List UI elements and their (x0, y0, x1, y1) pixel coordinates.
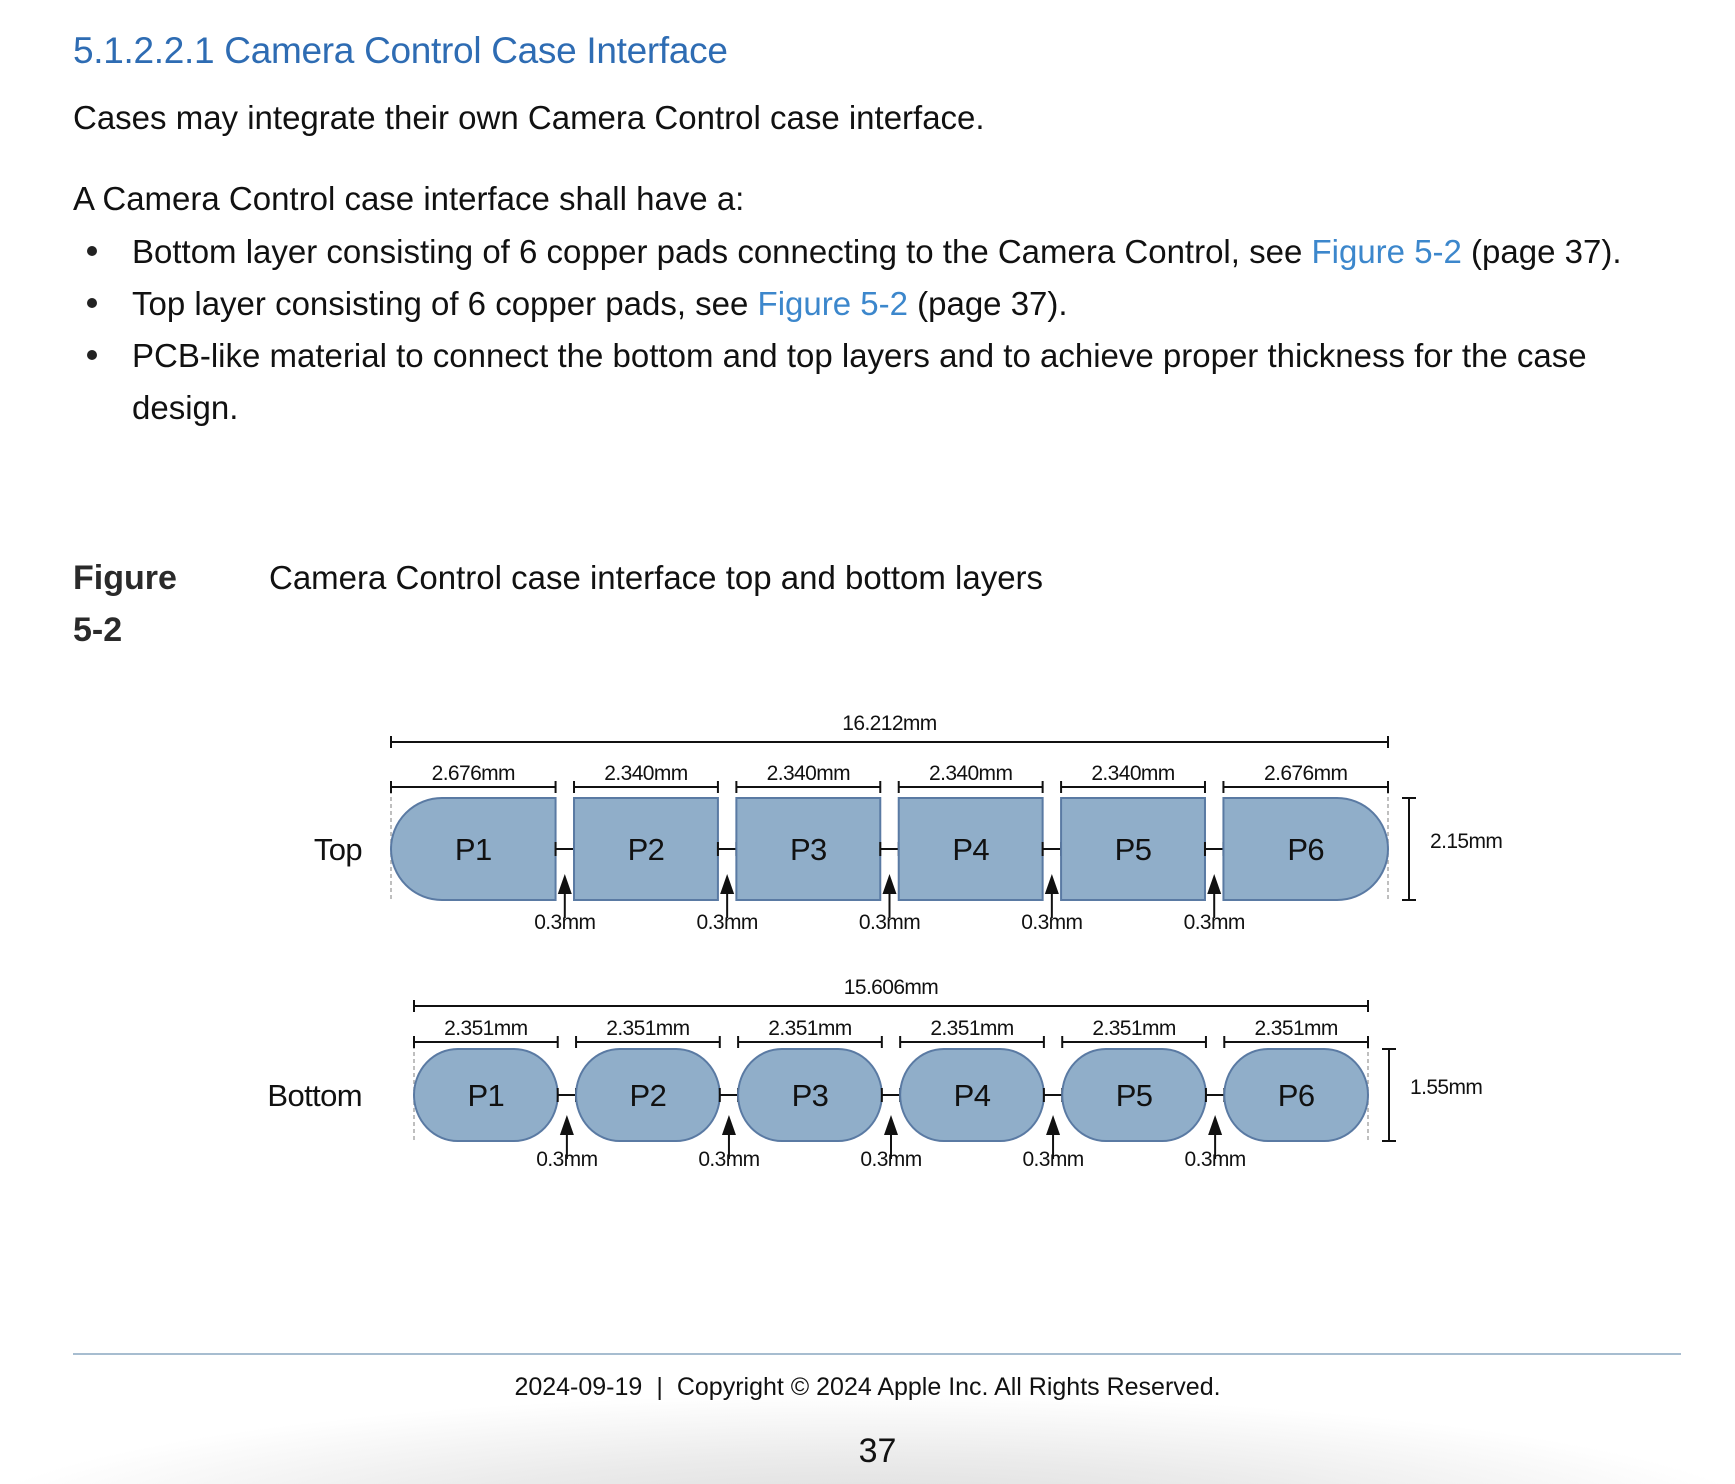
total-dimension-label: 16.212mm (842, 712, 937, 735)
pad-width-label: 2.676mm (432, 762, 515, 785)
gap-arrow-icon (721, 1115, 736, 1135)
gap-arrow-icon (1044, 874, 1059, 894)
gap-label: 0.3mm (698, 1148, 759, 1171)
bullet-icon (87, 350, 97, 360)
pad-width-label: 2.676mm (1264, 762, 1347, 785)
pad-width-label: 2.351mm (768, 1017, 851, 1040)
pad-width-label: 2.351mm (1092, 1017, 1175, 1040)
list-item: PCB-like material to connect the bottom … (73, 330, 1693, 434)
pad-p6 (1223, 1048, 1369, 1142)
page-number: 37 (858, 1432, 897, 1470)
pad-width-label: 2.351mm (444, 1017, 527, 1040)
gap-label: 0.3mm (860, 1148, 921, 1171)
pad-label: P1 (467, 1078, 504, 1113)
pad-label: P3 (790, 832, 827, 867)
list-item: Top layer consisting of 6 copper pads, s… (73, 278, 1693, 330)
gap-arrow-icon (882, 874, 897, 894)
row-label-bottom: Bottom (267, 1078, 362, 1113)
footer-copyright: Copyright © 2024 Apple Inc. All Rights R… (676, 1373, 1221, 1401)
pad-width-label: 2.340mm (767, 762, 850, 785)
pad-width-label: 2.351mm (930, 1017, 1013, 1040)
pad-label: P4 (954, 1078, 991, 1113)
figure-caption: Camera Control case interface top and bo… (269, 559, 1044, 596)
footer-separator: | (656, 1373, 663, 1401)
pad-label: P3 (792, 1078, 829, 1113)
pad-p5 (1061, 1048, 1207, 1142)
requirements-list: Bottom layer consisting of 6 copper pads… (73, 226, 1693, 434)
bullet-icon (87, 298, 97, 308)
gap-arrow-icon (1207, 874, 1222, 894)
pad-label: P2 (630, 1078, 667, 1113)
gap-arrow-icon (1046, 1115, 1061, 1135)
pad-label: P6 (1278, 1078, 1315, 1113)
gap-label: 0.3mm (1022, 1148, 1083, 1171)
gap-arrow-icon (720, 874, 735, 894)
intro-paragraph: Cases may integrate their own Camera Con… (73, 99, 985, 136)
pad-p2 (573, 797, 719, 901)
pad-p1 (413, 1048, 559, 1142)
pad-p3 (737, 1048, 883, 1142)
pad-p4 (899, 1048, 1045, 1142)
gap-label: 0.3mm (536, 1148, 597, 1171)
pad-p5 (1060, 797, 1206, 901)
figure-label: Figure 5-2 (73, 559, 177, 649)
pad-label: P5 (1115, 832, 1152, 867)
pad-width-label: 2.340mm (1091, 762, 1174, 785)
pad-label: P1 (455, 832, 492, 867)
gap-label: 0.3mm (1184, 911, 1245, 934)
gap-label: 0.3mm (1185, 1148, 1246, 1171)
lead-paragraph: A Camera Control case interface shall ha… (73, 180, 745, 217)
page-bottom-shadow (0, 1334, 1735, 1484)
pad-p1 (390, 797, 557, 901)
pad-p4 (897, 797, 1044, 901)
height-dimension-label: 2.15mm (1430, 830, 1502, 853)
pad-p2 (575, 1048, 721, 1142)
list-item: Bottom layer consisting of 6 copper pads… (73, 226, 1693, 278)
figure-link[interactable]: Figure 5-2 (757, 285, 908, 322)
total-dimension-label: 15.606mm (844, 976, 939, 999)
bullet-icon (87, 246, 97, 256)
pad-label: P2 (628, 832, 665, 867)
gap-arrow-icon (559, 1115, 574, 1135)
pad-width-label: 2.351mm (606, 1017, 689, 1040)
pad-label: P6 (1287, 832, 1324, 867)
pad-width-label: 2.340mm (929, 762, 1012, 785)
gap-label: 0.3mm (697, 911, 758, 934)
pad-width-label: 2.340mm (604, 762, 687, 785)
gap-label: 0.3mm (534, 911, 595, 934)
footer: 2024-09-19 | Copyright © 2024 Apple Inc. A… (0, 1373, 1735, 1402)
pad-p3 (735, 797, 882, 901)
gap-arrow-icon (1208, 1115, 1223, 1135)
figure-link[interactable]: Figure 5-2 (1311, 233, 1462, 270)
footer-divider (73, 1353, 1681, 1355)
gap-arrow-icon (884, 1115, 898, 1135)
gap-arrow-icon (557, 874, 572, 894)
pad-label: P5 (1116, 1078, 1153, 1113)
pad-layout-diagram: Top16.212mmP12.676mm0.3mmP22.340mm0.3mmP… (267, 712, 1503, 1171)
height-dimension-label: 1.55mm (1410, 1076, 1482, 1099)
pad-p6 (1222, 797, 1389, 901)
gap-label: 0.3mm (859, 911, 920, 934)
footer-date: 2024-09-19 (514, 1373, 643, 1401)
section-heading: 5.1.2.2.1 Camera Control Case Interface (73, 30, 728, 71)
row-label-top: Top (314, 832, 362, 867)
gap-label: 0.3mm (1021, 911, 1082, 934)
pad-width-label: 2.351mm (1254, 1017, 1337, 1040)
pad-label: P4 (952, 832, 989, 867)
